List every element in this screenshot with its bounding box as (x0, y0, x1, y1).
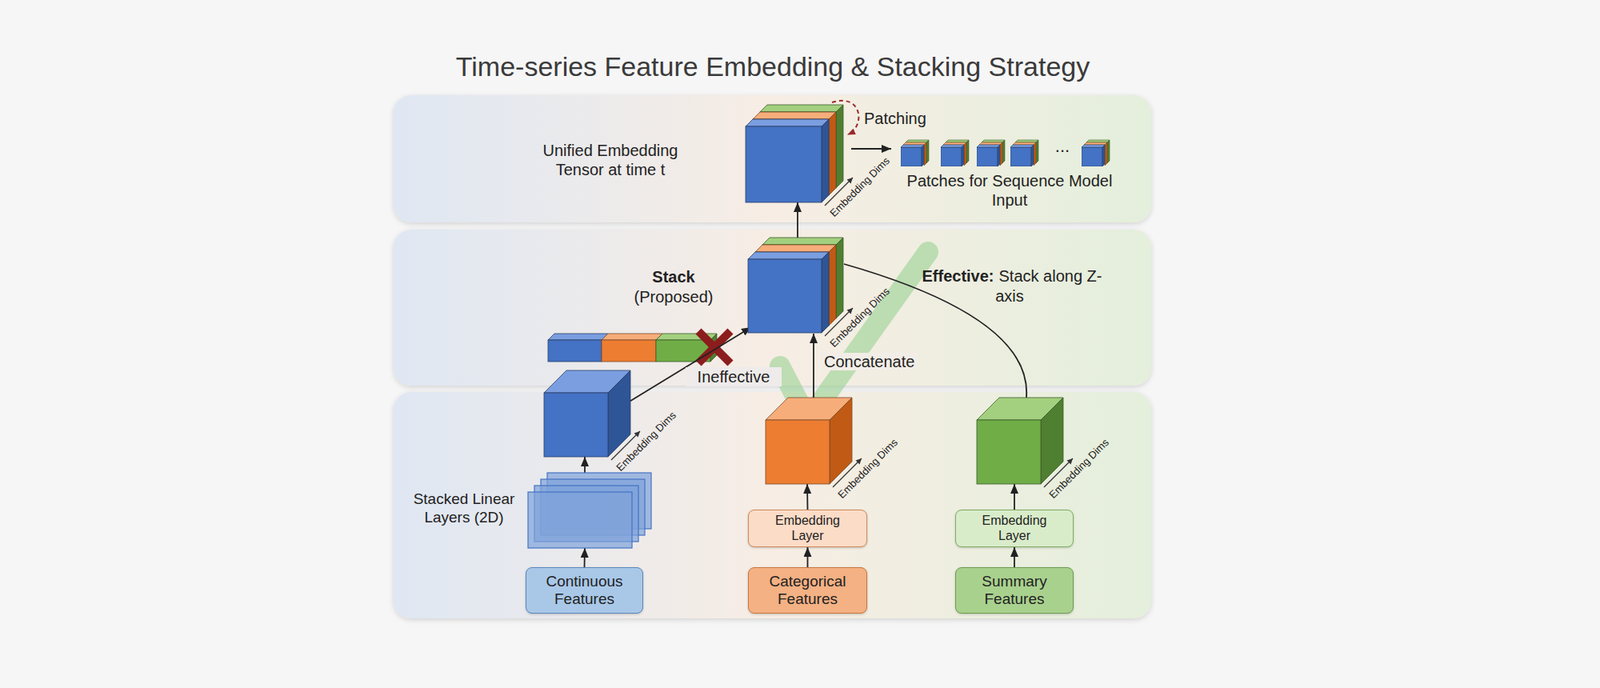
embedding-cube: Embedding Dims (544, 370, 703, 481)
feature-box: Embedding Layer (955, 509, 1074, 548)
cube-layer (544, 370, 631, 457)
patch-arrow (851, 148, 892, 150)
cube-side (821, 252, 829, 333)
box-label: Continuous Features (532, 572, 637, 608)
connector (807, 547, 809, 568)
text-label: (Proposed) (633, 287, 714, 307)
note-label: Stack along Z-axis (995, 267, 1102, 305)
embedding-cube: Embedding Dims (765, 397, 924, 508)
concatenated-bar (548, 333, 717, 362)
cube-side (828, 112, 836, 196)
patch-cube (900, 140, 929, 167)
cube-top (755, 244, 836, 252)
cube-top (752, 112, 836, 120)
connector (1013, 484, 1016, 510)
edge-label: Concatenate (821, 352, 917, 371)
box-label: Embedding Layer (764, 513, 852, 544)
note-group: Effective:Stack along Z-axis (920, 266, 1104, 307)
dim-arrowhead (856, 458, 862, 464)
box-label: Summary Features (962, 572, 1067, 608)
top-band (393, 95, 1152, 223)
text-label: ... (1048, 136, 1077, 157)
embedding-cube: Embedding Dims (976, 397, 1136, 508)
cube-side (836, 104, 844, 188)
linear-layer (528, 492, 632, 548)
connector (1013, 547, 1016, 568)
patch-cube (1081, 140, 1110, 167)
cube-side (836, 237, 844, 319)
box-label: Categorical Features (756, 572, 860, 608)
cube-top (760, 104, 844, 112)
patch-cube (940, 140, 969, 167)
feature-box: Continuous Features (525, 567, 644, 614)
cube-layer (745, 119, 829, 203)
text-label: Patching (864, 108, 936, 128)
feature-box: Embedding Layer (748, 509, 868, 548)
cross-mark (698, 331, 731, 364)
patches (900, 140, 1110, 167)
cube-front (976, 420, 1041, 484)
cube-front (748, 259, 822, 333)
bottom-band (393, 392, 1152, 619)
cube-front (544, 392, 608, 457)
diagram-title: Time-series Feature Embedding & Stacking… (452, 51, 1093, 83)
embedding-cube: Embedding Dims (748, 237, 916, 357)
dim-arrowhead (1067, 458, 1073, 464)
dim-arrowhead (847, 308, 853, 314)
dim-arrowhead (847, 177, 853, 184)
connector (584, 548, 586, 568)
note-label: Effective: (922, 267, 995, 285)
connector (628, 327, 752, 403)
text-label: Unified Embedding Tensor at time t (522, 140, 699, 180)
layer-label: Stacked Linear Layers (2D) (404, 490, 524, 528)
dim-arrowhead (634, 431, 640, 437)
feature-box: Categorical Features (748, 567, 868, 614)
patch-cube (976, 140, 1005, 167)
cube-top (745, 119, 829, 127)
box-label: Embedding Layer (970, 513, 1059, 544)
cube-top (748, 252, 829, 260)
text-label: Ineffective (685, 367, 782, 387)
cube-layer (765, 397, 852, 484)
cube-layer (976, 397, 1064, 484)
linear-layer-stack: Stacked Linear Layers (2D) (404, 468, 664, 552)
cube-front (765, 420, 830, 484)
cube-layer (748, 252, 829, 333)
cube-front (745, 126, 822, 203)
feature-box: Summary Features (955, 567, 1074, 614)
text-label: Patches for Sequence Model Input (905, 171, 1114, 210)
connector (844, 264, 1027, 404)
connector (796, 202, 799, 243)
connector (584, 456, 586, 473)
cube-side (828, 244, 836, 326)
connector (806, 484, 808, 510)
patch-cube (1010, 140, 1039, 167)
text-label: Stack (633, 267, 714, 287)
cube-top (762, 237, 844, 245)
cube-side (821, 119, 829, 203)
